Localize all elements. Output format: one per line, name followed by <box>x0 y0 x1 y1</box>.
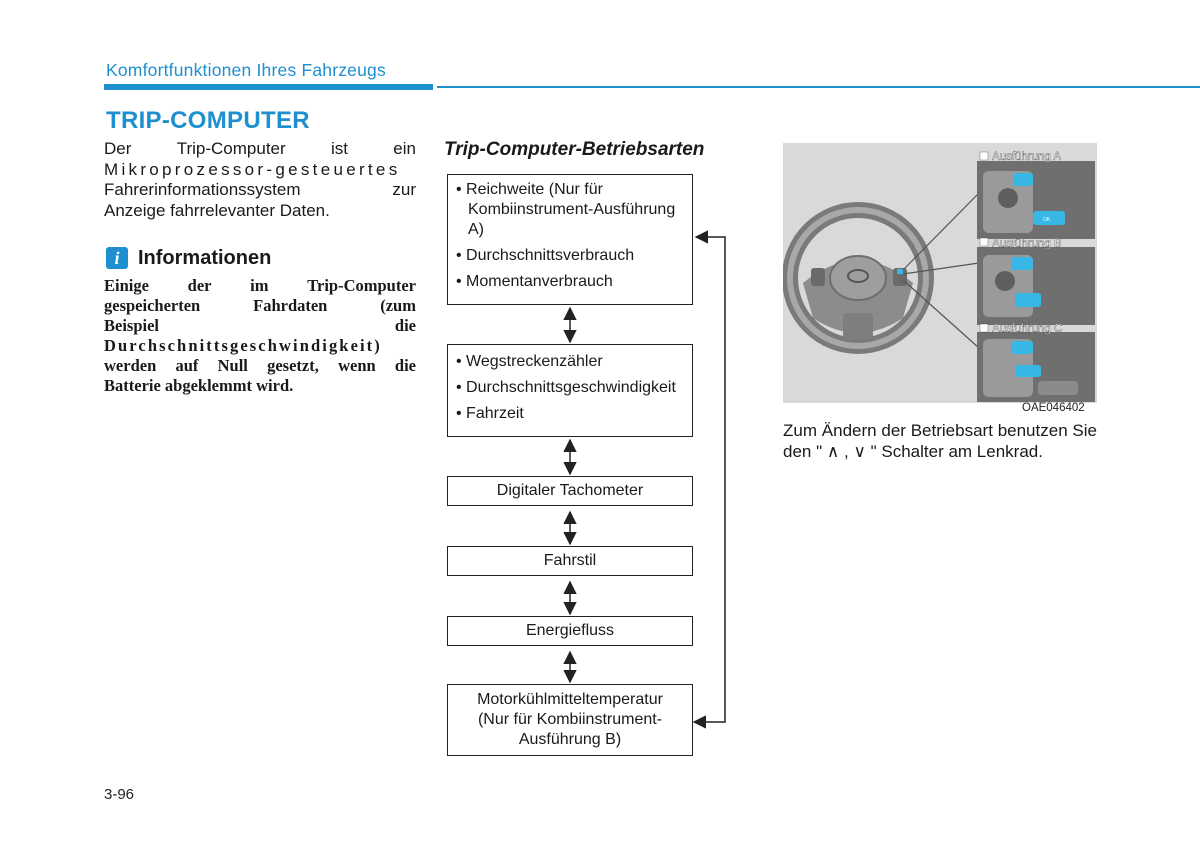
figure-note: Zum Ändern der Betriebsart benutzen Sie … <box>783 421 1097 461</box>
mode-box-5: Energiefluss <box>447 616 693 646</box>
variant-panel-a: OK <box>977 161 1095 239</box>
info-line-4: Durchschnittsgeschwindigkeit) <box>104 336 382 355</box>
mode-box-2: • Wegstreckenzähler • Durchschnittsgesch… <box>447 344 693 437</box>
variant-label-c: Ausführung C <box>992 323 1062 335</box>
info-heading: Informationen <box>138 247 272 269</box>
mode-item: • Reichweite (Nur für Kombiinstrument-Au… <box>456 181 676 238</box>
mode-item: • Durchschnittsgeschwindigkeit <box>456 379 676 396</box>
info-line-6: Batterie abgeklemmt wird. <box>104 376 294 395</box>
loop-arrow <box>692 230 726 729</box>
mode-box-1: • Reichweite (Nur für Kombiinstrument-Au… <box>447 174 693 305</box>
section-title: TRIP-COMPUTER <box>106 107 310 134</box>
variant-label-b: Ausführung B <box>992 238 1062 250</box>
steering-wheel-illustration <box>783 202 934 354</box>
mode-item: • Fahrzeit <box>456 405 524 422</box>
header-rule-thin <box>437 86 1200 88</box>
intro-line-2: Mikroprozessor-gesteuertes <box>104 159 401 179</box>
mode-item: • Durchschnittsverbrauch <box>456 247 635 264</box>
mode-box-4: Fahrstil <box>447 546 693 576</box>
svg-text:OK: OK <box>1043 217 1051 223</box>
diagram-title: Trip-Computer-Betriebsarten <box>444 139 705 160</box>
steering-wheel-figure: OK Ausführung A Ausführung B Ausführung … <box>783 143 1097 403</box>
mode-item: • Wegstreckenzähler <box>456 353 603 370</box>
header-rule-thick <box>104 84 433 90</box>
diagram-connectors <box>563 230 726 729</box>
mode-box-6: Motorkühlmitteltemperatur (Nur für Kombi… <box>447 684 693 756</box>
variant-panel-c <box>977 332 1095 402</box>
variant-label-a: Ausführung A <box>992 151 1061 163</box>
figure-code: OAE046402 <box>1022 402 1085 414</box>
chapter-title: Komfortfunktionen Ihres Fahrzeugs <box>106 60 386 80</box>
mode-box-3: Digitaler Tachometer <box>447 476 693 506</box>
intro-line-4: Anzeige fahrrelevanter Daten. <box>104 200 330 220</box>
info-icon: i <box>106 247 128 269</box>
page-number: 3-96 <box>104 786 135 803</box>
variant-panel-b <box>977 247 1095 325</box>
mode-item: • Momentanverbrauch <box>456 273 613 290</box>
